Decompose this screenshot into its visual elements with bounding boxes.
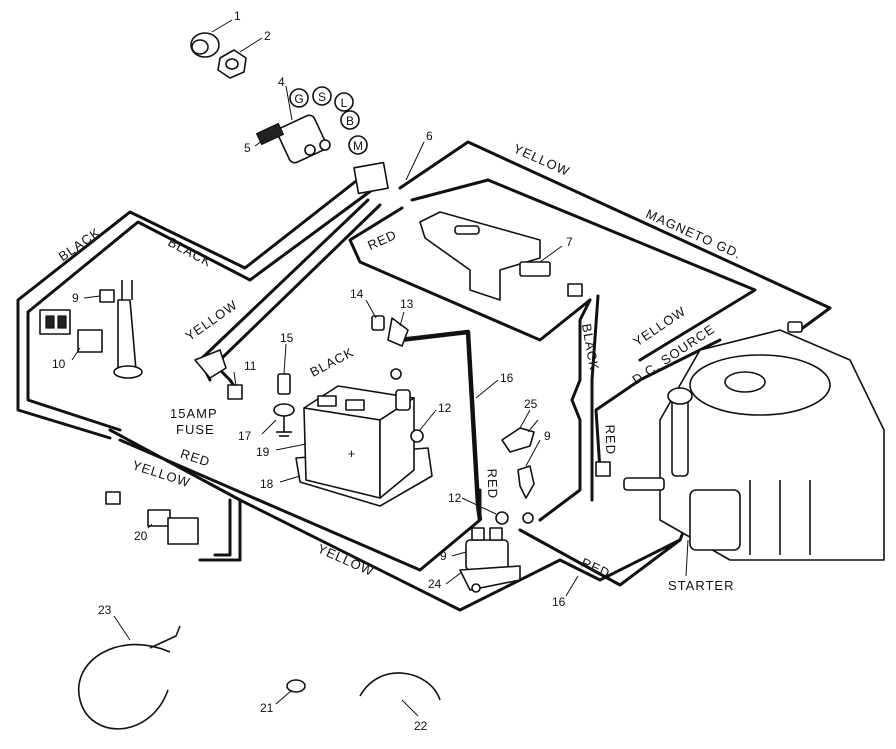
- label-yellow-left: YELLOW: [182, 297, 240, 344]
- ignition-bezel: [190, 32, 220, 58]
- label-red-right: RED: [602, 424, 618, 455]
- wire-black-right-2: [590, 294, 600, 502]
- callout-2: 2: [264, 29, 271, 43]
- label-magneto-gd: MAGNETO GD.: [644, 206, 744, 262]
- callout-21: 21: [260, 701, 274, 715]
- wire-yellow-bottom: [213, 498, 232, 557]
- callout-12-solenoid: 12: [448, 491, 462, 505]
- battery-cable-2: [475, 504, 483, 521]
- terminal-b-label: B: [346, 114, 354, 128]
- terminal-m-label: M: [353, 139, 363, 153]
- ground-bolt: [273, 373, 295, 437]
- callout-13: 13: [400, 297, 414, 311]
- wire-yellow-magneto: [398, 140, 832, 332]
- wire-red-top: [348, 206, 592, 342]
- wire-black-left: [16, 176, 362, 440]
- ignition-switch: [255, 114, 331, 164]
- callout-5: 5: [244, 141, 251, 155]
- label-black-right: BLACK: [579, 322, 602, 372]
- wire-clip: [286, 679, 306, 693]
- wire-tie: [359, 672, 441, 701]
- engine-connector: [595, 321, 803, 491]
- label-yellow-top: YELLOW: [511, 141, 572, 179]
- wire-black-right: [538, 298, 592, 522]
- label-red-solenoid: RED: [484, 468, 500, 499]
- wire-yellow-inner: [410, 178, 757, 362]
- wire-yellow-bottom-2: [238, 498, 682, 612]
- solenoid-nut: [495, 511, 509, 525]
- wire-red-right: [594, 338, 722, 472]
- switch-terminal-g: G: [289, 88, 309, 108]
- callout-14: 14: [350, 287, 364, 301]
- fuse-label-line2: FUSE: [176, 422, 215, 437]
- seat-switch: [77, 280, 143, 379]
- engine: [659, 329, 885, 561]
- callout-9-right: 9: [544, 429, 551, 443]
- interlock-bracket: [419, 211, 583, 301]
- callout-7: 7: [566, 235, 573, 249]
- terminal-s-label: S: [318, 90, 326, 104]
- callout-25: 25: [524, 397, 538, 411]
- label-yellow-bottom-left: YELLOW: [130, 457, 192, 490]
- callout-19: 19: [256, 445, 270, 459]
- label-red-top: RED: [365, 227, 399, 253]
- callout-17: 17: [238, 429, 252, 443]
- harness-connectors: [105, 491, 199, 545]
- leader-lines: [71, 19, 689, 717]
- wire-black-inner: [26, 188, 374, 432]
- battery-terminal-hardware: [395, 389, 424, 443]
- callout-1: 1: [234, 9, 241, 23]
- callout-11: 11: [244, 359, 257, 373]
- cable-terminal: [371, 315, 409, 380]
- callout-23: 23: [98, 603, 112, 617]
- terminal-cap: [501, 427, 535, 453]
- callout-16-bottom: 16: [552, 595, 566, 609]
- left-connector: [39, 309, 71, 335]
- callout-24: 24: [428, 577, 442, 591]
- switch-terminal-b: B: [340, 110, 360, 130]
- switch-terminal-m: M: [348, 135, 368, 155]
- cable-tie: [77, 625, 181, 730]
- fuse-label-line1: 15AMP: [170, 406, 218, 421]
- callout-22: 22: [414, 719, 428, 733]
- fuse-holder: [194, 349, 243, 400]
- callout-9-left: 9: [72, 291, 79, 305]
- switch-terminal-l: L: [334, 92, 354, 112]
- solenoid-plug: [517, 465, 535, 524]
- callout-20: 20: [134, 529, 148, 543]
- starter-solenoid: [459, 527, 521, 593]
- hex-nut: [217, 49, 247, 79]
- callout-15: 15: [280, 331, 294, 345]
- callout-10: 10: [52, 357, 66, 371]
- callout-18: 18: [260, 477, 274, 491]
- battery-cable: [399, 329, 481, 506]
- label-black-battery: BLACK: [307, 344, 356, 380]
- callout-4: 4: [278, 75, 285, 89]
- harness-plug: [353, 161, 389, 195]
- callout-6: 6: [426, 129, 433, 143]
- callout-9-solenoid: 9: [440, 549, 447, 563]
- terminal-l-label: L: [341, 96, 348, 110]
- label-black-mid: BLACK: [166, 234, 215, 270]
- switch-terminal-s: S: [312, 86, 332, 106]
- terminal-g-label: G: [294, 92, 303, 106]
- battery: +: [303, 385, 415, 499]
- starter-label: STARTER: [668, 578, 734, 593]
- callout-16-top: 16: [500, 371, 514, 385]
- callout-12-battery: 12: [438, 401, 452, 415]
- wire-yellow-left-2: [218, 203, 382, 362]
- battery-polarity-sign: +: [348, 446, 357, 461]
